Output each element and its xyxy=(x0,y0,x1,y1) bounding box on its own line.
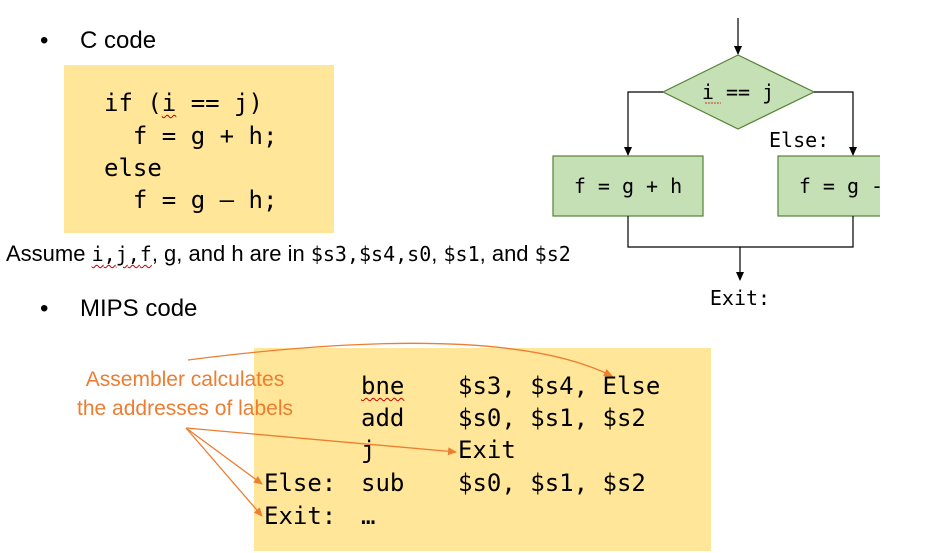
flow-merge-line xyxy=(627,216,854,248)
c-code-var-i: i xyxy=(161,89,177,117)
flow-else-branch xyxy=(814,91,857,156)
arrow-to-else-def xyxy=(185,427,263,485)
mips-args: $s0, $s1, $s2 xyxy=(458,404,646,432)
assume-vars-rest: , g, and h are in xyxy=(151,241,311,266)
mips-op: bne xyxy=(361,374,404,398)
var-i: i xyxy=(91,242,104,266)
assume-reg-s2: $s2 xyxy=(534,242,571,266)
annotation-line-2: the addresses of labels xyxy=(77,397,293,420)
bullet-marker: • xyxy=(40,295,49,322)
c-code-line: if (i == j) xyxy=(104,89,263,117)
flow-then-branch xyxy=(624,91,663,156)
arrow-to-exit-label xyxy=(185,427,457,456)
decision-label: i == j xyxy=(702,80,774,104)
c-code-line: f = g + h; xyxy=(104,122,278,150)
c-code-line: f = g – h; xyxy=(104,186,278,214)
annotation-line-1: Assembler calculates xyxy=(85,368,285,391)
bullet-c-code: • C code xyxy=(40,27,240,57)
mips-args: $s0, $s1, $s2 xyxy=(458,469,646,497)
bullet-label: MIPS code xyxy=(80,295,198,322)
flowchart: i == j Else: f = g + h f = g - h Exit: xyxy=(552,18,880,310)
arrow-to-else-label xyxy=(187,342,613,377)
assume-regs: $s3,$s4,s0 xyxy=(310,242,432,266)
c-code-box: if (i == j) f = g + h; else f = g – h; xyxy=(64,65,334,233)
else-box-label: f = g - h xyxy=(799,174,880,198)
mips-op: add xyxy=(361,404,405,432)
then-box-label: f = g + h xyxy=(574,174,682,198)
mips-label: Else: xyxy=(264,469,337,497)
mips-op: … xyxy=(361,502,376,530)
assembler-annotation: Assembler calculates the addresses of la… xyxy=(50,365,320,423)
mips-code-box xyxy=(254,348,711,551)
mips-args: Exit xyxy=(458,436,516,464)
c-code-line: else xyxy=(104,154,162,182)
bullet-mips-code: • MIPS code xyxy=(40,295,290,325)
mips-op: sub xyxy=(361,469,405,497)
arrow-to-exit-def xyxy=(185,427,263,517)
mips-args: $s3, $s4, Else xyxy=(458,372,661,400)
assume-sep: , xyxy=(431,241,444,266)
assume-vars-ijf: i,j,f xyxy=(91,242,152,266)
register-assumption: Assume i,j,f, g, and h are in $s3,$s4,s0… xyxy=(6,241,571,267)
bullet-marker: • xyxy=(40,27,49,54)
assume-reg-s1: $s1 xyxy=(443,242,480,266)
bullet-label: C code xyxy=(80,27,157,54)
exit-label: Exit: xyxy=(710,286,770,310)
var-f: f xyxy=(139,242,152,266)
decision-diamond xyxy=(661,54,816,130)
else-label: Else: xyxy=(769,128,829,152)
mips-label: Exit: xyxy=(264,502,337,530)
assume-and: , and xyxy=(479,241,535,266)
var-j: j xyxy=(115,242,128,266)
mips-op-bne: bne xyxy=(361,372,405,400)
assume-prefix: Assume xyxy=(6,241,92,266)
